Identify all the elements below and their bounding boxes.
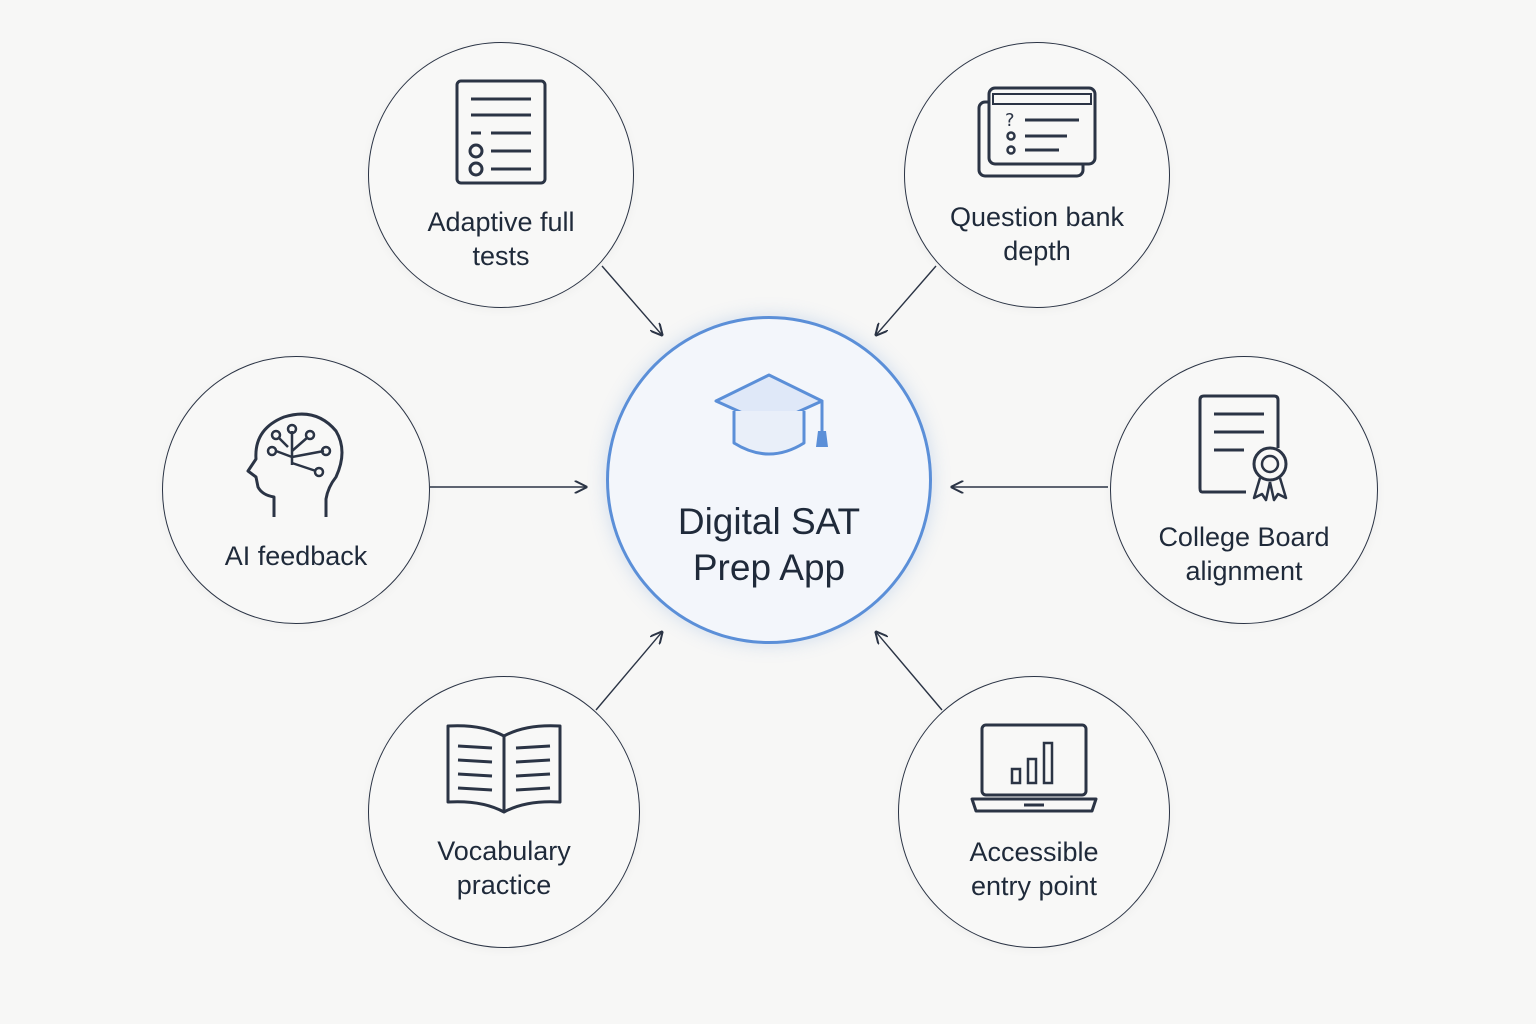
node-label: Vocabulary practice (437, 836, 571, 900)
svg-text:?: ? (1005, 110, 1015, 131)
certificate-icon (1198, 394, 1288, 502)
node-label: Accessible entry point (969, 837, 1099, 901)
node-adaptive-full-tests: Adaptive full tests (368, 42, 634, 308)
node-college-board-alignment: College Board alignment (1110, 356, 1378, 624)
node-label: College Board alignment (1158, 522, 1330, 586)
question-cards-icon: ? (977, 86, 1097, 178)
node-label: Adaptive full tests (427, 207, 575, 271)
center-title: Digital SAT Prep App (677, 501, 861, 588)
open-book-icon (446, 724, 562, 814)
node-vocabulary-practice: Vocabulary practice (368, 676, 640, 948)
node-ai-feedback: AI feedback (162, 356, 430, 624)
test-sheet-icon (455, 79, 547, 185)
center-node: Digital SAT Prep App (606, 316, 932, 644)
node-label: Question bank depth (949, 202, 1125, 266)
arrow-question-bank (876, 265, 937, 335)
arrow-vocabulary (595, 632, 662, 711)
node-accessible-entry-point: Accessible entry point (898, 676, 1170, 948)
laptop-chart-icon (970, 723, 1098, 813)
graduation-cap-icon (714, 373, 828, 456)
arrow-adaptive (601, 265, 662, 335)
ai-head-icon (246, 412, 344, 517)
arrow-accessible (876, 632, 943, 711)
node-question-bank-depth: ? Question bank depth (904, 42, 1170, 308)
node-label: AI feedback (224, 541, 368, 571)
